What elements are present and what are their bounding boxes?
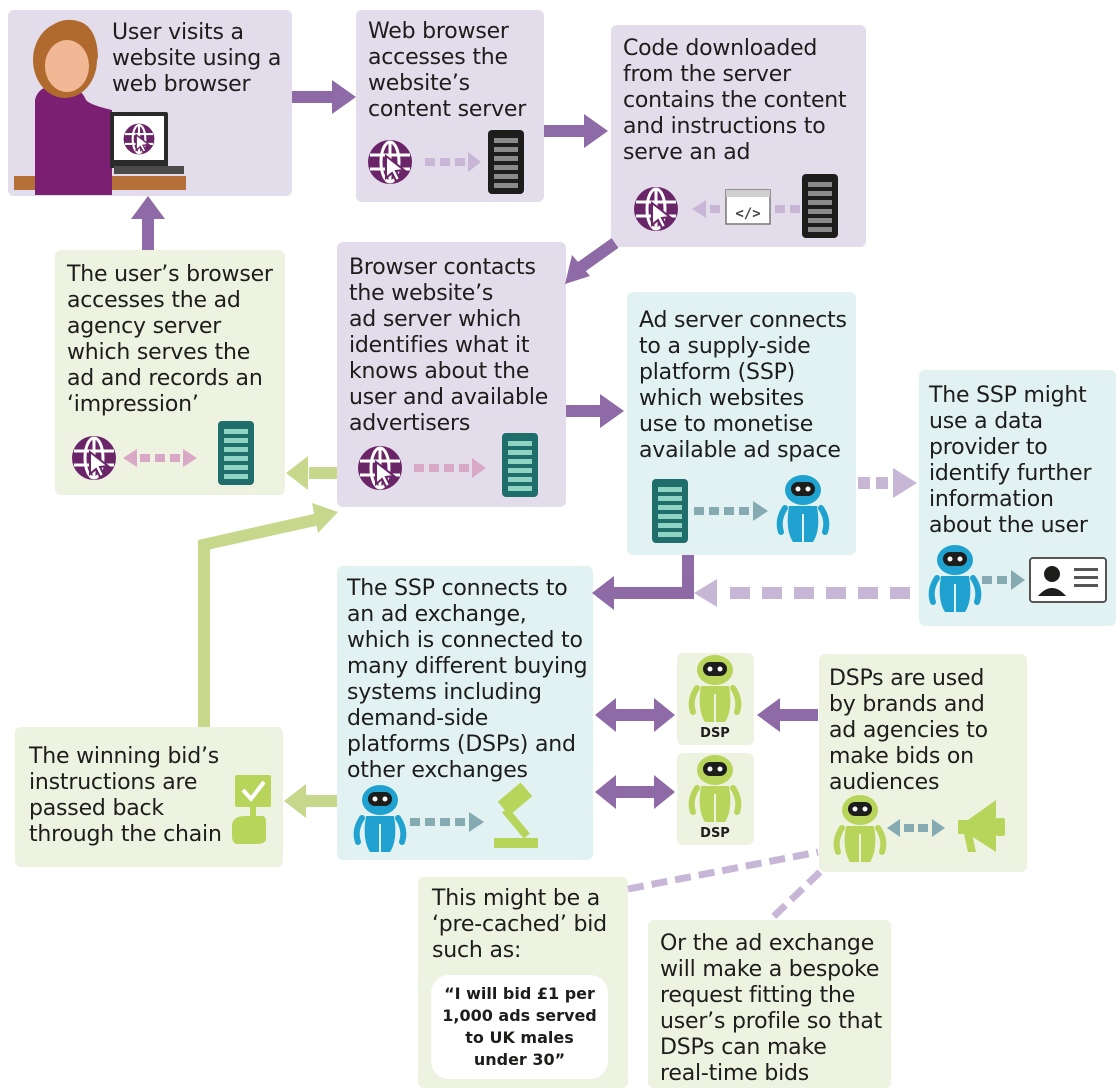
arrow-visit-to-access (292, 80, 356, 114)
dashed-connector-to-precached (627, 848, 819, 893)
quote-bubble (431, 975, 608, 1079)
return-arrow-agency (286, 456, 337, 490)
robot-icon-data (932, 545, 979, 612)
server-icon-2 (802, 174, 838, 238)
dashed-arrow-data-to-exchange (694, 579, 910, 607)
robot-icon-exchange (357, 785, 404, 852)
text-content-server: Web browser accesses the website’s conte… (368, 19, 527, 122)
step-bespoke-box (648, 920, 891, 1088)
svg-text:</>: </> (735, 206, 760, 222)
server-icon-4 (502, 433, 538, 497)
dsp-label-1: DSP (700, 726, 730, 741)
id-card-icon (1029, 557, 1107, 603)
megaphone-icon (958, 800, 1005, 852)
arrow-agency-to-visit (131, 196, 165, 250)
text-winning-bid: The winning bid’s instructions are passe… (29, 744, 222, 847)
dashed-connector-to-bespoke (767, 869, 823, 923)
arrow-code-to-contact (565, 238, 619, 284)
arrow-ssp-to-exchange (592, 555, 694, 610)
dashed-arrow-code-to-globe (692, 200, 800, 218)
dashed-double-arrow-agency (123, 449, 197, 467)
return-path-to-ad-server (198, 503, 338, 727)
woman-at-computer-icon (14, 19, 186, 195)
gavel-icon (494, 782, 538, 848)
dashed-arrow-robot-gavel (410, 812, 484, 832)
robot-icon-dsp-1 (692, 655, 739, 722)
text-user-visit: User visits a website using a web browse… (112, 20, 282, 97)
text-data-provider: The SSP might use a data provider to ide… (929, 383, 1092, 538)
arrow-exchange-dsp1 (595, 698, 675, 732)
approval-sign-icon (232, 775, 271, 844)
text-ssp: Ad server connects to a supply-side plat… (639, 308, 847, 463)
globe-cursor-icon-4 (356, 444, 404, 492)
dashed-arrow-globe-server-4 (414, 458, 486, 478)
globe-cursor-icon-3 (70, 434, 118, 482)
globe-cursor-icon-2 (632, 185, 680, 233)
arrow-access-to-code (544, 114, 608, 148)
text-ad-server: Browser contacts the website’s ad server… (349, 255, 549, 436)
text-ad-exchange: The SSP connects to an ad exchange, whic… (347, 576, 588, 783)
text-precached: This might be a ‘pre-cached’ bid such as… (432, 886, 607, 963)
arrow-dsps-to-dsp (757, 698, 818, 732)
code-window-icon: </> (725, 189, 771, 225)
text-code-download: Code downloaded from the server contains… (623, 36, 847, 165)
robot-icon-dsp-2 (692, 755, 739, 822)
server-icon-5 (652, 479, 688, 543)
text-bespoke: Or the ad exchange will make a bespoke r… (660, 931, 883, 1086)
arrow-exchange-dsp2 (595, 775, 675, 809)
server-icon-3 (218, 421, 254, 485)
globe-cursor-icon-1 (366, 138, 414, 186)
dashed-arrow-globe-server-1 (425, 152, 481, 172)
text-ad-agency: The user’s browser accesses the ad agenc… (67, 262, 273, 417)
dashed-arrow-ssp-to-data (858, 468, 917, 498)
dashed-arrow-server-robot-ssp (694, 501, 768, 521)
return-arrow-exchange-to-winning (284, 784, 337, 818)
robot-icon-ssp (780, 475, 827, 542)
robot-icon-dsps (837, 795, 884, 862)
dsp-label-2: DSP (700, 826, 730, 841)
dashed-double-arrow-dsps (887, 819, 945, 837)
server-icon-1 (488, 130, 524, 194)
text-quote: “I will bid £1 per 1,000 ads served to U… (442, 984, 597, 1069)
arrow-contact-to-ssp (566, 394, 624, 428)
dashed-arrow-robot-idcard (982, 570, 1025, 590)
text-dsps: DSPs are used by brands and ad agencies … (829, 666, 988, 795)
